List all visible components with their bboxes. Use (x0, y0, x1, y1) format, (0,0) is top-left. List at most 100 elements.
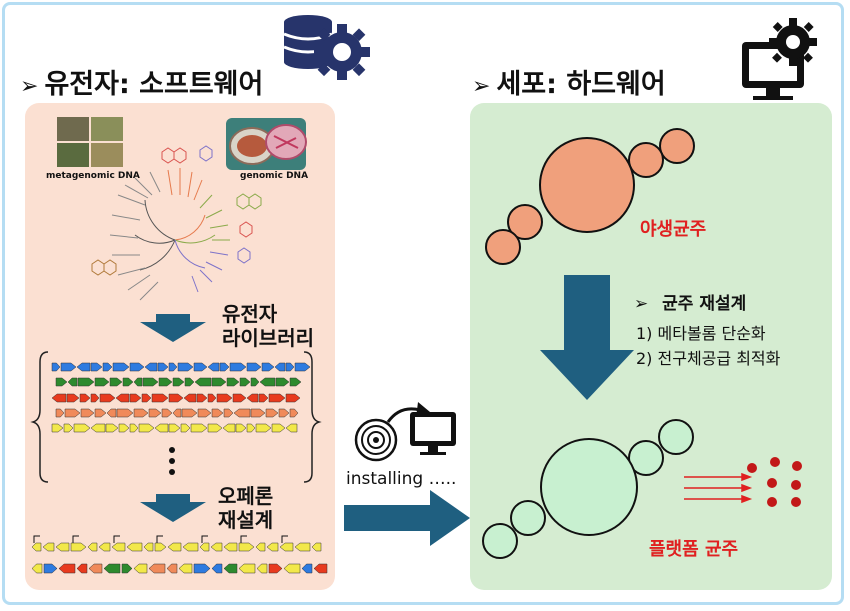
gene-arrow (178, 563, 193, 574)
promoter-mark (201, 535, 208, 543)
gene-arrow (129, 393, 142, 403)
gene-arrow (115, 393, 130, 403)
gene-arrow (168, 362, 178, 372)
gene-arrow (285, 393, 301, 403)
strain-redesign-item-2: 2) 전구체공급 최적화 (636, 349, 781, 368)
gene-arrow (261, 362, 275, 372)
gene-arrow (222, 423, 236, 433)
library-bracket-left (30, 351, 49, 483)
gene-arrow (161, 408, 173, 418)
gene-arrow (313, 563, 328, 574)
monitor-gear-icon (742, 18, 817, 100)
gene-arrow (58, 563, 76, 574)
promoter-mark (240, 535, 247, 543)
gene-arrow (235, 423, 247, 433)
gene-arrow (285, 362, 295, 372)
gene-arrow (51, 393, 67, 403)
bullet-arrow-icon: ➢ (20, 74, 39, 99)
gene-arrow (183, 393, 197, 403)
gene-arrow (271, 423, 286, 433)
gene-arrow (239, 377, 251, 387)
gene-arrow (64, 408, 81, 418)
gene-arrow (216, 393, 233, 403)
gene-arrow (232, 393, 247, 403)
gene-arrow (67, 377, 78, 387)
gene-arrow (60, 362, 77, 372)
bullet-arrow-icon: ➢ (472, 74, 491, 99)
gene-arrow (105, 423, 119, 433)
petri-dish-image (226, 118, 307, 170)
gene-arrow (63, 423, 74, 433)
strain-redesign-item-1: 1) 메타볼롬 단순화 (636, 324, 766, 343)
operon-redesign-line1: 오페론 (218, 484, 274, 508)
gene-arrow (193, 362, 208, 372)
strain-redesign-arrow (540, 275, 634, 400)
gene-arrow (73, 423, 91, 433)
gene-arrow (31, 542, 42, 552)
gene-arrow (258, 393, 269, 403)
gene-arrow (79, 393, 91, 403)
gene-arrow (289, 377, 302, 387)
gene-arrow (90, 362, 103, 372)
right-title: ➢세포: 하드웨어 (472, 62, 666, 101)
gene-arrow (246, 362, 262, 372)
gene-arrow (294, 362, 311, 372)
install-arrow (344, 490, 470, 546)
disc-to-monitor-icon (354, 402, 456, 462)
gene-arrow (70, 542, 87, 552)
product-molecule-dots (747, 457, 802, 507)
gene-arrow (55, 377, 68, 387)
gene-arrow (259, 377, 276, 387)
gene-arrow (129, 362, 145, 372)
gene-arrow (88, 563, 103, 574)
gene-arrow (283, 563, 301, 574)
gene-library-label: 유전자 라이브러리 (222, 302, 314, 350)
gene-arrow (51, 423, 64, 433)
gene-arrow (98, 542, 111, 552)
gene-arrow (255, 423, 272, 433)
gene-arrow (103, 563, 121, 574)
gene-arrow (250, 408, 266, 418)
gene-arrow (151, 393, 169, 403)
gene-arrow (194, 377, 212, 387)
gene-arrow (193, 563, 211, 574)
gene-arrow (285, 423, 298, 433)
gene-arrow (211, 377, 227, 387)
gene-arrow (90, 423, 106, 433)
gene-arrow (148, 408, 162, 418)
gene-arrow (31, 563, 43, 574)
gene-arrow (94, 377, 110, 387)
gene-arrow (265, 408, 279, 418)
gene-arrow (279, 542, 294, 552)
gene-arrow (229, 362, 247, 372)
promoter-mark (33, 535, 40, 543)
gene-arrow (268, 563, 283, 574)
gene-arrow (66, 393, 80, 403)
genomic-dna-label: genomic DNA (240, 171, 309, 181)
gene-arrow (77, 377, 95, 387)
gene-arrow (207, 362, 220, 372)
gene-arrow (180, 423, 191, 433)
operon-redesign-label: 오페론 재설계 (218, 484, 273, 532)
gene-arrow (223, 542, 238, 552)
gene-arrow (55, 542, 70, 552)
gene-arrow (76, 563, 88, 574)
gene-arrow (246, 393, 259, 403)
gene-arrow (42, 542, 55, 552)
gene-arrow (246, 423, 256, 433)
gene-arrow (190, 423, 208, 433)
promoter-mark (281, 535, 288, 543)
promoter-mark (113, 535, 120, 543)
gene-arrow (99, 393, 116, 403)
gene-arrow (168, 423, 181, 433)
gene-arrow (226, 377, 240, 387)
bullet-arrow-icon: ➢ (634, 294, 649, 314)
outer-frame (2, 2, 844, 605)
gene-arrow (256, 563, 268, 574)
gene-arrow (238, 542, 255, 552)
gene-arrow (250, 377, 260, 387)
gene-arrow (94, 408, 107, 418)
gene-arrow (238, 563, 256, 574)
gene-arrow (133, 563, 148, 574)
gene-arrow (157, 362, 169, 372)
